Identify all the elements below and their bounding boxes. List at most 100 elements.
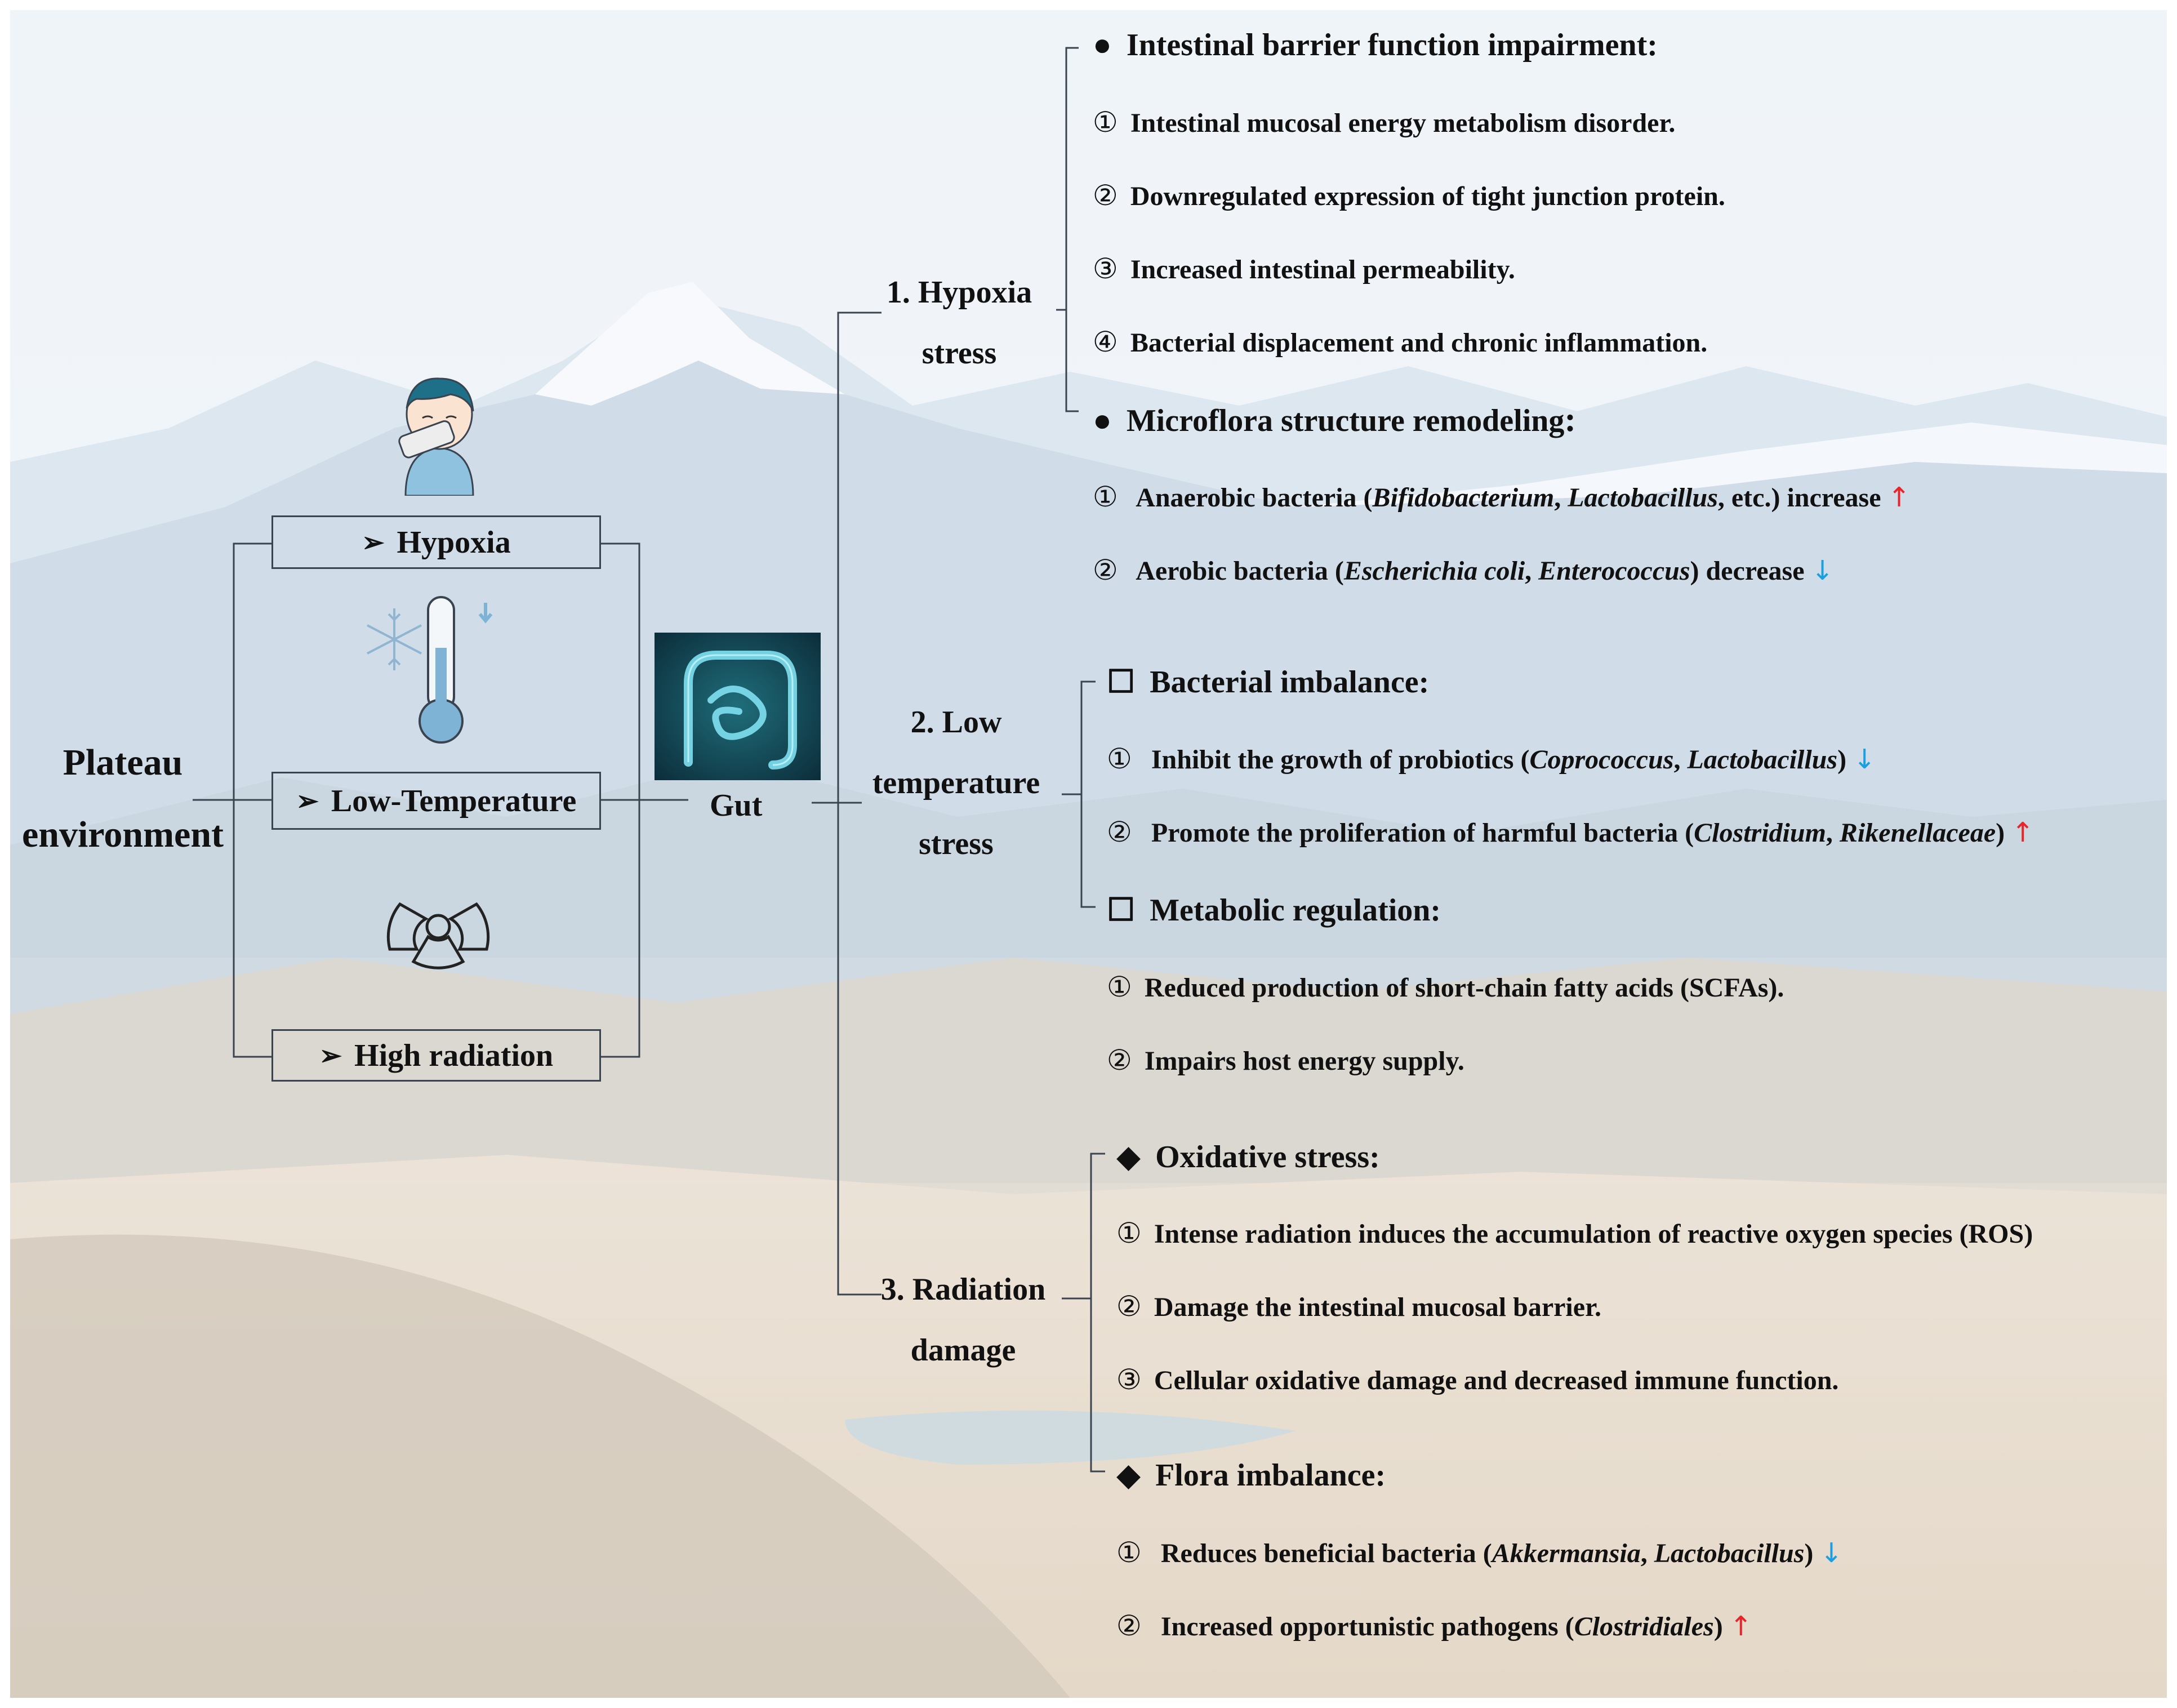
species-name: Clostridium [1694,818,1826,848]
root-label-line1: Plateau [63,742,183,783]
text-part: Increased opportunistic pathogens ( [1160,1612,1574,1642]
species-name: Coprococcus [1529,745,1674,775]
up-arrow-icon: ↑ [2011,817,2034,848]
numbered-marker: ② [1107,816,1132,848]
heading-text: Bacterial imbalance: [1150,665,1430,700]
list-item-text: Downregulated expression of tight juncti… [1130,181,1725,211]
numbered-marker: ① [1093,481,1118,513]
species-name: Bifidobacterium [1372,483,1555,513]
numbered-marker: ② [1093,179,1118,212]
numbered-marker: ② [1116,1290,1142,1323]
heading-text: Intestinal barrier function impairment: [1126,28,1658,63]
radiation-bracket [1090,1153,1105,1473]
list-item: ① Intense radiation induces the accumulat… [1116,1217,2033,1249]
list-item-text: Intense radiation induces the accumulati… [1154,1219,2033,1249]
lowtemp-bracket [1080,680,1096,908]
factor-high-radiation-box: ➢ High radiation [271,1029,601,1082]
dark-hill [10,1234,1070,1698]
species-name: Clostridiales [1574,1612,1714,1642]
left-bracket-line [233,542,271,1058]
numbered-marker: ① [1116,1217,1142,1249]
branch-hypoxia-line1: 1. Hypoxia [886,275,1032,310]
arrow-bullet-icon: ➢ [296,786,319,816]
text-part: ) [1713,1612,1723,1642]
species-name: Akkermansia [1492,1538,1641,1568]
list-item: ① Anaerobic bacteria (Bifidobacterium, L… [1093,481,1911,513]
heading-microflora-remodeling: ● Microflora structure remodeling: [1093,400,1576,440]
snow-cap [535,282,845,406]
list-item: ② Downregulated expression of tight junct… [1093,179,1725,212]
heading-colon: : [1564,401,1577,439]
text-part: Inhibit the growth of probiotics ( [1151,745,1530,775]
text-part: , [1673,745,1688,775]
diamond-bullet-icon: ◆ [1116,1458,1141,1493]
list-item: ① Reduced production of short-chain fatty… [1107,971,1784,1003]
branch-radiation-line1: 3. Radiation [880,1272,1046,1307]
text-part: ) decrease [1690,556,1805,586]
branch-radiation-damage: 3. Radiation damage [870,1259,1056,1381]
heading-metabolic-regulation: ☐ Metabolic regulation: [1107,892,1441,928]
radiation-icon [386,902,490,969]
numbered-marker: ① [1107,971,1132,1003]
branch-hypoxia-stress: 1. Hypoxia stress [872,262,1047,384]
down-arrow-icon: ↓ [1820,1537,1843,1569]
numbered-marker: ② [1116,1609,1142,1642]
up-arrow-icon: ↑ [1887,482,1911,513]
branch-low-temperature-stress: 2. Low temperature stress [862,692,1050,874]
square-bullet-icon: ☐ [1107,665,1136,700]
heading-text: Metabolic regulation: [1150,893,1441,928]
person-oxygen-icon [398,377,474,496]
text-part: Promote the proliferation of harmful bac… [1151,818,1694,848]
heading-text: Microflora structure remodeling [1126,403,1565,438]
arrow-bullet-icon: ➢ [362,527,385,558]
factor-hypoxia-box: ➢ Hypoxia [271,515,601,569]
heading-flora-imbalance: ◆ Flora imbalance: [1116,1456,1386,1493]
up-arrow-icon: ↑ [1729,1611,1752,1642]
text-part: ) [1804,1538,1814,1568]
numbered-marker: ① [1116,1536,1142,1569]
numbered-marker: ② [1093,554,1118,586]
down-arrow-icon: ↓ [1811,555,1834,586]
text-part: Aerobic bacteria ( [1136,556,1344,586]
numbered-marker: ① [1107,742,1132,775]
text-part: ) [1837,745,1847,775]
text-part: ) [1996,818,2005,848]
numbered-marker: ② [1107,1044,1132,1077]
thermometer-cold-icon [367,596,493,744]
hypoxia-bracket [1065,47,1079,412]
list-item: ② Damage the intestinal mucosal barrier. [1116,1290,1601,1323]
numbered-marker: ③ [1116,1363,1142,1396]
factor-high-radiation-label: High radiation [354,1038,554,1073]
text-part: Reduces beneficial bacteria ( [1160,1538,1492,1568]
list-item: ① Inhibit the growth of probiotics (Copr… [1107,742,1876,775]
root-label-line2: environment [21,814,224,855]
heading-text: Flora imbalance: [1155,1458,1386,1493]
text-part: , [1525,556,1539,586]
list-item-text: Bacterial displacement and chronic infla… [1130,328,1708,358]
list-item-text: Damage the intestinal mucosal barrier. [1154,1292,1601,1322]
down-arrow-icon: ↓ [1853,744,1876,775]
heading-bacterial-imbalance: ☐ Bacterial imbalance: [1107,664,1429,700]
gut-label: Gut [710,788,763,823]
list-item-text: Intestinal mucosal energy metabolism dis… [1130,108,1676,138]
snow-ridge-right [1295,422,2167,507]
arrow-bullet-icon: ➢ [319,1040,342,1071]
square-bullet-icon: ☐ [1107,893,1136,928]
lake [845,1411,1295,1465]
text-part: , [1826,818,1840,848]
species-name: Enterococcus [1538,556,1690,586]
circle-bullet-icon: ● [1093,403,1112,438]
branch-lowtemp-line2: temperature [872,766,1040,800]
list-item: ② Increased opportunistic pathogens (Clo… [1116,1609,1752,1642]
species-name: Lactobacillus [1687,745,1838,775]
circle-bullet-icon: ● [1093,28,1112,63]
list-item-text: Reduced production of short-chain fatty … [1144,973,1784,1003]
species-name: Escherichia coli [1343,556,1525,586]
text-part: , etc.) increase [1717,483,1881,513]
list-item: ② Aerobic bacteria (Escherichia coli, En… [1093,554,1834,586]
